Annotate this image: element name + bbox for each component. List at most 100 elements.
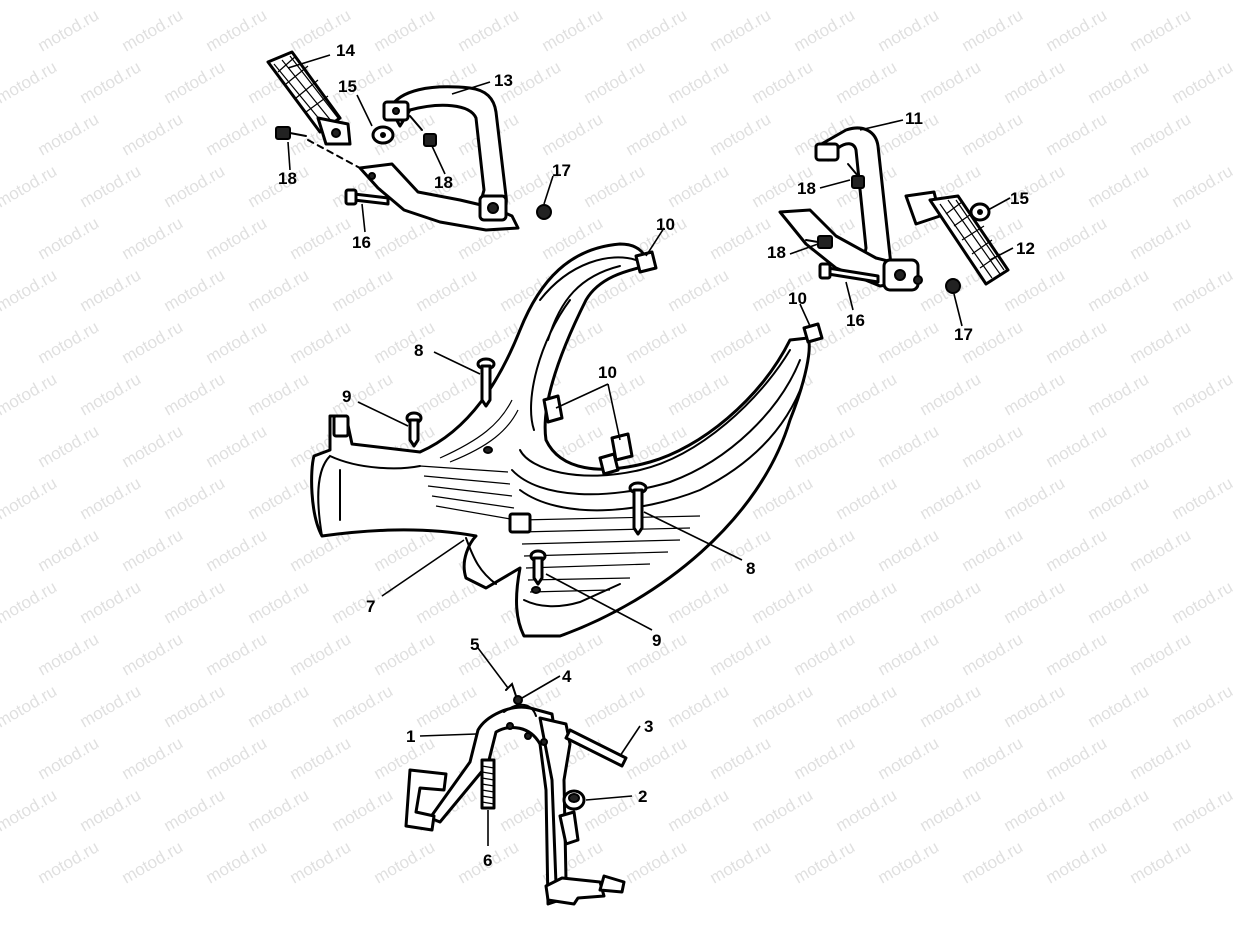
clip-10-top <box>634 250 658 274</box>
watermark-text: motod.ru <box>287 317 355 367</box>
callout-18-right-a: 18 <box>797 179 816 198</box>
watermark-text: motod.ru <box>161 577 229 627</box>
watermark-text: motod.ru <box>119 213 187 263</box>
watermark-text: motod.ru <box>119 525 187 575</box>
watermark-text: motod.ru <box>203 213 271 263</box>
watermark-text: motod.ru <box>77 473 145 523</box>
watermark-text: motod.ru <box>0 57 60 107</box>
watermark-text: motod.ru <box>623 5 691 55</box>
callout-16-left: 16 <box>352 233 371 252</box>
watermark-text: motod.ru <box>329 265 397 315</box>
watermark-text: motod.ru <box>161 473 229 523</box>
watermark-text: motod.ru <box>1127 629 1195 679</box>
nut-17-left <box>536 204 552 220</box>
watermark-text: motod.ru <box>1169 369 1237 419</box>
watermark-text: motod.ru <box>1001 577 1069 627</box>
watermark-text: motod.ru <box>1169 57 1237 107</box>
watermark-text: motod.ru <box>959 5 1027 55</box>
watermark-text: motod.ru <box>959 421 1027 471</box>
watermark-text: motod.ru <box>833 473 901 523</box>
left-footrest-assembly <box>266 50 552 232</box>
watermark-text: motod.ru <box>329 681 397 731</box>
watermark-text: motod.ru <box>1127 837 1195 887</box>
watermark-text: motod.ru <box>119 837 187 887</box>
watermark-text: motod.ru <box>707 733 775 783</box>
watermark-text: motod.ru <box>0 785 60 835</box>
watermark-text: motod.ru <box>959 733 1027 783</box>
callout-7: 7 <box>366 597 375 616</box>
watermark-text: motod.ru <box>77 161 145 211</box>
watermark-text: motod.ru <box>1127 109 1195 159</box>
bolt-16-left <box>344 188 390 206</box>
bolt-18-right-b <box>805 235 833 249</box>
watermark-text: motod.ru <box>1127 733 1195 783</box>
watermark-text: motod.ru <box>1001 0 1069 3</box>
watermark-text: motod.ru <box>1043 629 1111 679</box>
watermark-text: motod.ru <box>665 0 733 3</box>
screw-8-upper <box>476 357 496 408</box>
clip-10-mid-b <box>598 432 634 476</box>
callout-5: 5 <box>470 635 479 654</box>
watermark-text: motod.ru <box>77 369 145 419</box>
watermark-text: motod.ru <box>1043 525 1111 575</box>
watermark-text: motod.ru <box>1043 213 1111 263</box>
watermark-text: motod.ru <box>959 629 1027 679</box>
watermark-text: motod.ru <box>707 213 775 263</box>
watermark-text: motod.ru <box>0 161 60 211</box>
watermark-text: motod.ru <box>959 525 1027 575</box>
watermark-text: motod.ru <box>833 577 901 627</box>
watermark-text: motod.ru <box>959 109 1027 159</box>
callout-9-lower: 9 <box>652 631 661 650</box>
watermark-text: motod.ru <box>1169 0 1237 3</box>
callout-6: 6 <box>483 851 492 870</box>
callout-14: 14 <box>336 41 355 60</box>
watermark-text: motod.ru <box>371 213 439 263</box>
watermark-text: motod.ru <box>833 0 901 3</box>
footrest-peg-right <box>904 190 1010 286</box>
watermark-text: motod.ru <box>35 837 103 887</box>
watermark-text: motod.ru <box>245 577 313 627</box>
watermark-text: motod.ru <box>371 629 439 679</box>
watermark-text: motod.ru <box>665 785 733 835</box>
callout-12: 12 <box>1016 239 1035 258</box>
watermark-text: motod.ru <box>1043 733 1111 783</box>
watermark-text: motod.ru <box>581 0 649 3</box>
watermark-text: motod.ru <box>0 681 60 731</box>
watermark-text: motod.ru <box>1127 525 1195 575</box>
watermark-text: motod.ru <box>1001 369 1069 419</box>
watermark-text: motod.ru <box>413 265 481 315</box>
watermark-text: motod.ru <box>77 577 145 627</box>
watermark-text: motod.ru <box>1085 57 1153 107</box>
watermark-text: motod.ru <box>119 421 187 471</box>
watermark-text: motod.ru <box>791 525 859 575</box>
watermark-text: motod.ru <box>791 421 859 471</box>
watermark-text: motod.ru <box>581 681 649 731</box>
watermark-text: motod.ru <box>917 473 985 523</box>
watermark-text: motod.ru <box>1169 577 1237 627</box>
watermark-text: motod.ru <box>833 785 901 835</box>
nut-17-right <box>945 278 961 294</box>
watermark-text: motod.ru <box>287 629 355 679</box>
watermark-text: motod.ru <box>875 421 943 471</box>
watermark-text: motod.ru <box>1085 785 1153 835</box>
clip-10-right <box>802 322 824 344</box>
watermark-text: motod.ru <box>1169 681 1237 731</box>
callout-3: 3 <box>644 717 653 736</box>
watermark-text: motod.ru <box>35 733 103 783</box>
watermark-text: motod.ru <box>1001 265 1069 315</box>
watermark-text: motod.ru <box>77 681 145 731</box>
watermark-text: motod.ru <box>1085 0 1153 3</box>
watermark-text: motod.ru <box>1169 785 1237 835</box>
footrest-bracket-right <box>778 126 923 292</box>
watermark-text: motod.ru <box>665 369 733 419</box>
callout-10-top: 10 <box>656 215 675 234</box>
watermark-text: motod.ru <box>833 57 901 107</box>
bolt-16-right <box>818 262 880 284</box>
watermark-text: motod.ru <box>245 473 313 523</box>
watermark-text: motod.ru <box>665 681 733 731</box>
callout-11: 11 <box>905 109 923 128</box>
watermark-text: motod.ru <box>707 5 775 55</box>
bolt-18-right-a <box>847 163 865 189</box>
watermark-text: motod.ru <box>665 577 733 627</box>
